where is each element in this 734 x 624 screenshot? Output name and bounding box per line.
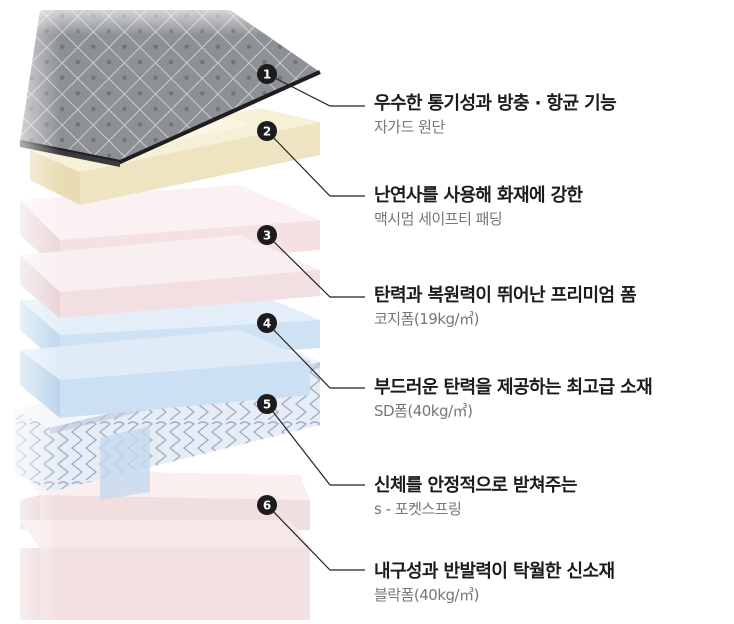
- layer-title-1: 우수한 통기성과 방충 · 항균 기능: [374, 93, 617, 114]
- svg-text:4: 4: [263, 317, 271, 331]
- badge-1: 1: [257, 64, 277, 84]
- badge-4: 4: [257, 313, 277, 333]
- layer-label-2: 난연사를 사용해 화재에 강한 맥시멈 세이프티 패딩: [374, 184, 583, 230]
- leader-line-5: [266, 403, 365, 486]
- layer-label-5: 신체를 안정적으로 받쳐주는 s - 포켓스프링: [374, 474, 577, 520]
- layer-title-5: 신체를 안정적으로 받쳐주는: [374, 475, 577, 496]
- badge-3: 3: [257, 225, 277, 245]
- layer-label-3: 탄력과 복원력이 뛰어난 프리미엄 폼 코지폼(19kg/㎥): [374, 284, 637, 330]
- layer-block-foam: [20, 470, 310, 620]
- leader-line-4: [266, 322, 365, 389]
- layer-title-3: 탄력과 복원력이 뛰어난 프리미엄 폼: [374, 285, 637, 306]
- layer-subtitle-2: 맥시멈 세이프티 패딩: [374, 210, 503, 228]
- leader-lines: [266, 73, 365, 571]
- badge-2: 2: [257, 121, 277, 141]
- top-fade: [0, 0, 320, 36]
- leader-line-2: [266, 130, 365, 197]
- badge-6: 6: [257, 495, 277, 515]
- layer-label-4: 부드러운 탄력을 제공하는 최고급 소재 SD폼(40kg/㎥): [374, 376, 653, 422]
- badge-5: 5: [257, 394, 277, 414]
- layer-title-6: 내구성과 반발력이 탁월한 신소재: [374, 561, 615, 582]
- layer-label-1: 우수한 통기성과 방충 · 항균 기능 자가드 원단: [374, 92, 617, 138]
- layer-title-4: 부드러운 탄력을 제공하는 최고급 소재: [374, 377, 653, 398]
- layer-subtitle-6: 블락폼(40kg/㎥): [374, 586, 479, 604]
- layer-title-2: 난연사를 사용해 화재에 강한: [374, 185, 583, 206]
- svg-text:6: 6: [263, 499, 271, 513]
- svg-text:5: 5: [263, 398, 271, 412]
- layer-subtitle-1: 자가드 원단: [374, 118, 445, 136]
- svg-text:3: 3: [263, 229, 271, 243]
- left-fade: [0, 0, 60, 624]
- leader-line-1: [266, 73, 365, 107]
- svg-text:1: 1: [263, 68, 271, 82]
- layer-subtitle-5: s - 포켓스프링: [374, 500, 462, 518]
- svg-text:2: 2: [263, 125, 271, 139]
- layer-subtitle-3: 코지폼(19kg/㎥): [374, 310, 479, 328]
- layer-cozy-foam: [20, 185, 320, 318]
- layer-subtitle-4: SD폼(40kg/㎥): [374, 402, 473, 420]
- leader-line-6: [266, 504, 365, 571]
- leader-line-3: [266, 234, 365, 298]
- layer-label-6: 내구성과 반발력이 탁월한 신소재 블락폼(40kg/㎥): [374, 560, 615, 606]
